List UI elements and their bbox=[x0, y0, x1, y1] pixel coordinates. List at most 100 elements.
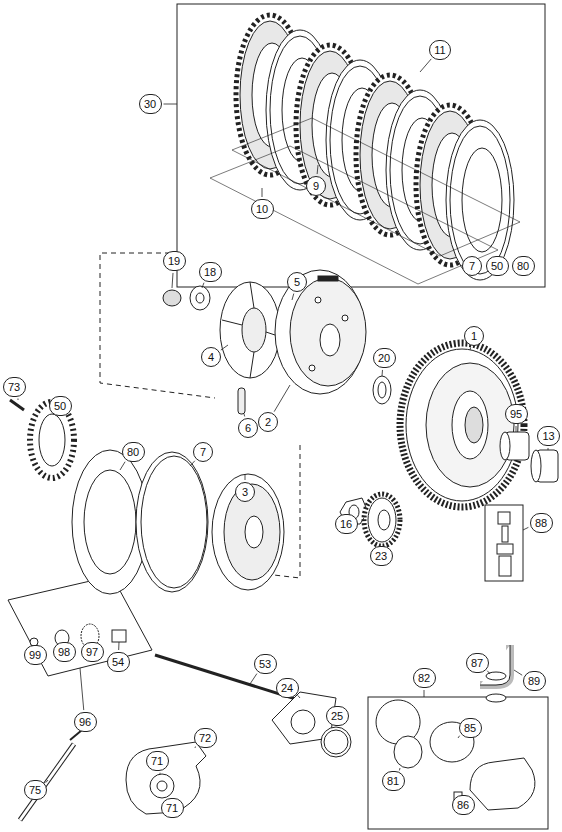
pushrod-parts bbox=[291, 710, 315, 734]
callout-number: 23 bbox=[370, 546, 393, 566]
callout-number: 54 bbox=[107, 652, 130, 672]
callout-number: 25 bbox=[326, 706, 349, 726]
leader-line bbox=[262, 188, 263, 197]
bleed-valve bbox=[486, 694, 506, 702]
leader-line bbox=[46, 780, 48, 783]
plate-plane bbox=[232, 118, 520, 256]
washer bbox=[163, 286, 391, 414]
pushrod-parts bbox=[324, 730, 348, 754]
inner-hub bbox=[275, 270, 366, 394]
leader-line bbox=[470, 348, 472, 350]
callout-number: 10 bbox=[251, 199, 274, 219]
leader-line bbox=[298, 695, 300, 698]
pressure-plate bbox=[245, 516, 263, 548]
leader-line bbox=[514, 670, 522, 675]
pushrod-parts bbox=[321, 727, 351, 757]
callout-number: 98 bbox=[53, 642, 76, 662]
callout-number: 18 bbox=[199, 262, 222, 282]
slave-cylinder bbox=[20, 700, 535, 820]
callout-number: 99 bbox=[24, 645, 47, 665]
clutch-plate-stack bbox=[236, 15, 514, 280]
inner-hub bbox=[342, 315, 348, 321]
leader-line bbox=[164, 104, 178, 105]
callout-number: 71 bbox=[161, 798, 184, 818]
leader-line bbox=[80, 668, 84, 710]
pressure-hub bbox=[250, 352, 254, 378]
clutch-plate bbox=[446, 120, 514, 280]
outer-basket bbox=[400, 343, 524, 507]
group-frame bbox=[485, 505, 523, 581]
callout-number: 4 bbox=[201, 347, 221, 367]
pressure-plate bbox=[39, 414, 65, 466]
pressure-hub bbox=[222, 320, 242, 325]
gear-nut bbox=[368, 498, 396, 542]
callout-number: 86 bbox=[452, 795, 475, 815]
pressure-plate bbox=[10, 400, 284, 594]
callout-number: 72 bbox=[194, 728, 217, 748]
slave-cylinder bbox=[20, 744, 74, 820]
callout-number: 82 bbox=[413, 668, 436, 688]
pressure-plate bbox=[212, 474, 284, 590]
callout-number: 95 bbox=[505, 404, 528, 424]
inner-hub bbox=[318, 276, 338, 281]
gear-nut bbox=[378, 510, 390, 530]
callout-number: 1 bbox=[464, 326, 484, 346]
callout-number: 71 bbox=[146, 751, 169, 771]
washer bbox=[163, 290, 181, 306]
pressure-plate bbox=[141, 456, 207, 588]
inner-hub bbox=[309, 365, 315, 371]
leader-line bbox=[420, 59, 431, 72]
callout-number: 73 bbox=[3, 377, 26, 397]
leader-line bbox=[274, 385, 290, 412]
inner-hub bbox=[320, 324, 340, 356]
outer-basket bbox=[406, 349, 518, 501]
slave-cylinder bbox=[157, 781, 167, 791]
pressure-hub bbox=[242, 308, 266, 352]
group-frame bbox=[368, 697, 548, 829]
leader-line bbox=[250, 674, 257, 684]
washer bbox=[196, 293, 204, 303]
inner-hub bbox=[315, 297, 321, 303]
callout-number: 2 bbox=[258, 412, 278, 432]
outer-basket bbox=[400, 343, 524, 507]
gear-nut bbox=[364, 494, 400, 546]
group-frame bbox=[8, 576, 152, 676]
plate-plane bbox=[210, 146, 498, 284]
callout-number: 50 bbox=[49, 396, 72, 416]
callout-number: 87 bbox=[466, 653, 489, 673]
bleed-valve bbox=[498, 512, 510, 524]
callout-number: 50 bbox=[486, 256, 509, 276]
callout-number: 13 bbox=[537, 426, 560, 446]
washer bbox=[378, 382, 386, 398]
inner-hub bbox=[275, 270, 365, 394]
leader-line bbox=[221, 345, 228, 350]
pressure-plate bbox=[136, 452, 208, 592]
callout-number: 16 bbox=[335, 514, 358, 534]
pressure-hub bbox=[220, 282, 280, 378]
plate-plane bbox=[210, 118, 520, 284]
callout-number: 7 bbox=[462, 256, 482, 276]
clutch-plate bbox=[450, 126, 510, 274]
outer-basket bbox=[452, 391, 488, 459]
leader-line bbox=[458, 736, 460, 738]
callout-number: 97 bbox=[81, 642, 104, 662]
washer bbox=[190, 286, 210, 310]
callout-number: 24 bbox=[276, 678, 299, 698]
bushing bbox=[500, 432, 510, 460]
leader-line bbox=[292, 294, 294, 300]
callout-number: 30 bbox=[139, 94, 162, 114]
bushing bbox=[531, 450, 541, 482]
callout-number: 96 bbox=[74, 712, 97, 732]
callout-number: 75 bbox=[24, 780, 47, 800]
pressure-plate bbox=[10, 400, 24, 410]
group-frame bbox=[177, 4, 545, 287]
clutch-plate bbox=[462, 148, 502, 252]
callout-number: 53 bbox=[254, 654, 277, 674]
pressure-hub bbox=[250, 282, 254, 308]
pushrod-parts bbox=[112, 630, 126, 642]
leader-line bbox=[317, 165, 319, 174]
pushrod-parts bbox=[30, 624, 351, 757]
leader-line bbox=[202, 283, 204, 288]
